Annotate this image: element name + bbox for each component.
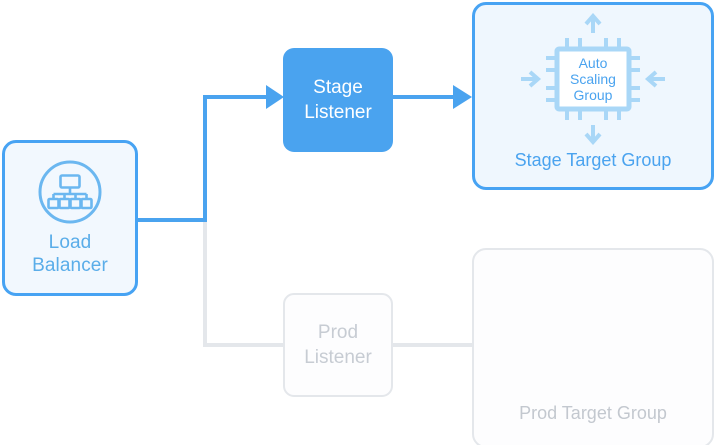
load-balancer-hierarchy-icon xyxy=(37,159,103,225)
node-stage-target-group[interactable]: Auto Scaling Group Stage Target Group xyxy=(472,2,714,190)
prod-listener-label-line2: Listener xyxy=(304,347,372,368)
node-stage-listener[interactable]: Stage Listener xyxy=(283,48,393,152)
stage-listener-label-line1: Stage xyxy=(313,77,363,98)
load-balancer-label-line2: Balancer xyxy=(32,255,108,276)
node-prod-target-group[interactable]: Prod Target Group xyxy=(472,248,714,445)
arrowhead-to-stage-listener xyxy=(266,85,284,109)
prod-listener-label: Prod Listener xyxy=(304,320,372,370)
stage-listener-label: Stage Listener xyxy=(304,75,372,125)
arrowhead-to-stage-target-group xyxy=(453,85,472,109)
connector-lb-to-stage-listener xyxy=(136,95,270,222)
node-prod-listener[interactable]: Prod Listener xyxy=(283,293,393,397)
prod-listener-label-line1: Prod xyxy=(317,322,359,343)
stage-listener-label-line2: Listener xyxy=(304,102,372,123)
load-balancer-label-line1: Load xyxy=(48,232,92,253)
prod-target-group-label: Prod Target Group xyxy=(519,403,667,423)
auto-scaling-chip-icon xyxy=(521,12,665,146)
auto-scaling-group-graphic: Auto Scaling Group xyxy=(518,12,668,146)
node-load-balancer[interactable]: Load Balancer xyxy=(2,140,138,296)
load-balancer-label: Load Balancer xyxy=(32,231,108,277)
connector-lb-to-prod-listener xyxy=(203,218,285,347)
stage-target-group-label: Stage Target Group xyxy=(514,150,672,170)
